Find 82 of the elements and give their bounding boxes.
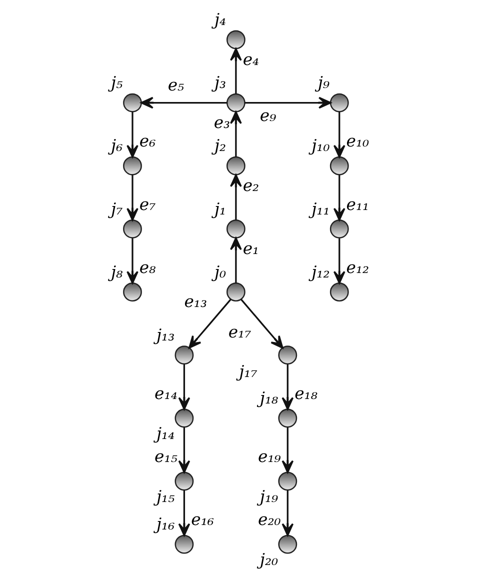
node-label: j₁₆ <box>156 514 174 534</box>
arrow <box>178 427 190 474</box>
edge-label: e₁₀ <box>346 132 369 151</box>
node-label: j₁₄ <box>156 424 174 443</box>
node-label: j₃ <box>214 73 226 92</box>
node-circle <box>329 219 348 238</box>
arrow <box>178 490 190 536</box>
node-circle <box>329 156 348 176</box>
edge-label: e₁₃ <box>184 292 207 311</box>
node-circle <box>226 282 245 302</box>
node-circle <box>278 472 297 491</box>
arrow <box>126 238 138 284</box>
arrow <box>188 298 231 349</box>
arrow <box>281 490 294 536</box>
arrow <box>230 48 242 94</box>
node-label: j₀ <box>214 262 226 282</box>
edge-label: e₄ <box>242 50 259 69</box>
node-label: j₇ <box>110 199 122 218</box>
edge-label: e₁₁ <box>346 194 369 214</box>
node-label: j₂ <box>214 136 226 156</box>
edge-label: e₆ <box>138 132 156 151</box>
arrow <box>140 96 227 109</box>
node-label: j₁₈ <box>259 388 278 408</box>
arrow <box>281 364 294 410</box>
edge-label: e₁₆ <box>190 510 214 530</box>
node-label: j₅ <box>110 73 122 92</box>
node-label: j₁₁ <box>311 199 330 218</box>
node-label: j₁₂ <box>311 262 330 282</box>
arrow <box>332 238 345 284</box>
arrow <box>281 427 294 474</box>
node-circle <box>226 30 245 50</box>
edge-label: e₉ <box>259 106 276 125</box>
node-circle <box>278 408 297 428</box>
node-circle <box>174 408 194 428</box>
node-circle <box>226 156 245 176</box>
edge-label: e₇ <box>138 194 156 214</box>
node-label: j₁₃ <box>156 325 174 344</box>
edge-label: e₁₅ <box>154 447 177 466</box>
arrow <box>230 237 242 284</box>
node-circle <box>329 93 348 112</box>
node-circle <box>226 219 245 238</box>
node-circle <box>122 93 142 112</box>
edge-label: e₂₀ <box>258 510 280 530</box>
arrow <box>126 175 138 221</box>
edge-label: e₁₉ <box>258 447 280 466</box>
node-circle <box>174 346 194 365</box>
node-circle <box>329 282 348 302</box>
edge-label: e₁ <box>242 239 259 258</box>
node-circle <box>122 282 142 302</box>
node-label: j₁₀ <box>311 136 330 156</box>
edge-label: e₅ <box>167 76 184 95</box>
arrow <box>332 112 345 158</box>
node-label: j₉ <box>317 73 330 92</box>
edge-label: e₂ <box>242 176 259 196</box>
node-label: j₁ <box>214 199 226 218</box>
edge-label: e₁₄ <box>154 384 177 404</box>
arrow <box>230 111 242 157</box>
node-label: j₁₇ <box>238 362 257 382</box>
node-label: j₂₀ <box>259 550 278 569</box>
node-label: j₆ <box>110 136 122 156</box>
arrow <box>240 298 283 349</box>
edge-label: e₁₂ <box>346 258 369 277</box>
node-label: j₁₅ <box>156 486 174 506</box>
node-circle <box>174 534 194 554</box>
arrow <box>230 174 242 220</box>
node-circle <box>278 346 297 365</box>
node-circle <box>122 219 142 238</box>
node-circle <box>226 93 245 112</box>
edge-label: e₁₈ <box>294 384 317 404</box>
node-circle <box>174 472 194 491</box>
node-label: j₈ <box>110 262 122 282</box>
arrow <box>332 175 345 221</box>
arrow <box>244 96 331 109</box>
edge-label: e₃ <box>213 113 230 132</box>
arrow <box>126 112 138 158</box>
node-label: j₁₉ <box>259 486 278 506</box>
node-label: j₄ <box>214 10 226 30</box>
node-circle <box>278 534 297 554</box>
node-circle <box>122 156 142 176</box>
edge-label: e₈ <box>138 258 156 277</box>
arrow <box>178 364 190 410</box>
edge-label: e₁₇ <box>228 322 251 342</box>
